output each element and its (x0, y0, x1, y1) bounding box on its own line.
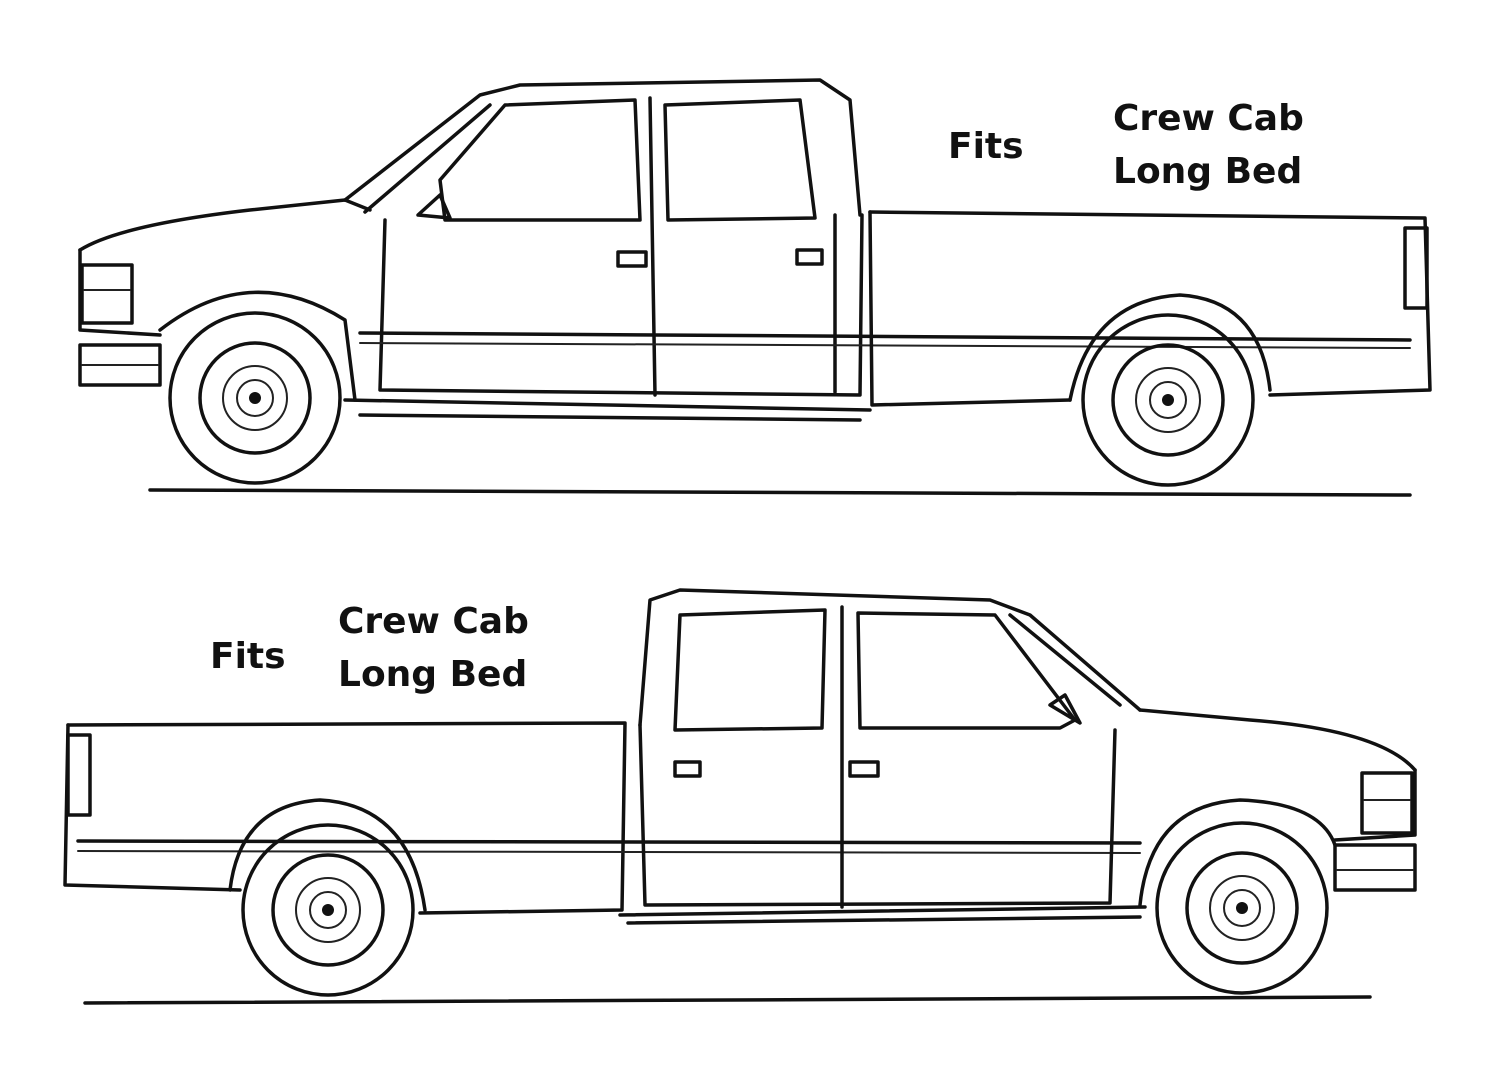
fits-label: Fits (210, 636, 286, 677)
fits-label: Fits (948, 126, 1024, 167)
truck-drawing-left-facing (78, 78, 1432, 497)
truck-outline-top (78, 78, 1432, 497)
wheel-rear-bottom (241, 823, 415, 997)
wheel-rear-top (1081, 313, 1255, 487)
truck-drawing-right-facing (63, 588, 1417, 1005)
model-line2-label: Long Bed (338, 654, 528, 695)
truck-panel-bottom: Fits Crew Cab Long Bed (0, 545, 1500, 1090)
wheel-front-top (168, 311, 342, 485)
model-line2-label: Long Bed (1113, 151, 1303, 192)
truck-panel-top: Fits Crew Cab Long Bed (78, 78, 1432, 497)
wheel-front-bottom (1155, 821, 1329, 995)
model-line1-label: Crew Cab (338, 601, 529, 642)
model-line1-label: Crew Cab (1113, 98, 1304, 139)
truck-outline-bottom (63, 588, 1417, 1005)
